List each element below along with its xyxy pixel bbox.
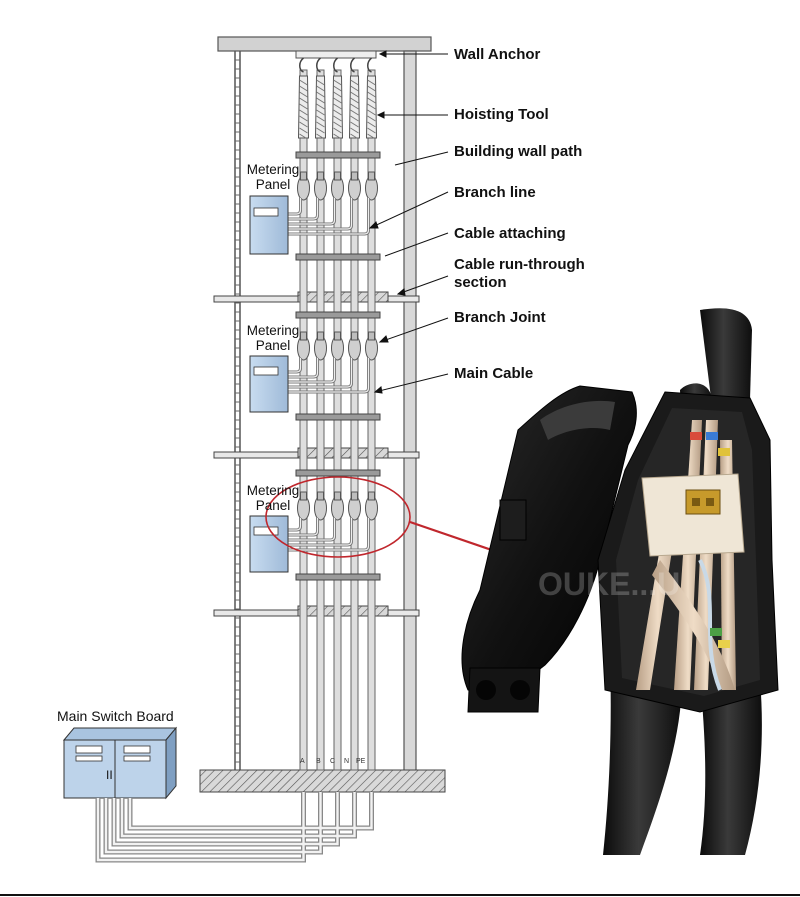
phase-label-a: A [300,758,305,765]
metering-panel-line1: Metering [246,162,300,177]
branch-line [288,358,302,374]
metering-panel-line1: Metering [246,483,300,498]
metering-panel-label-1: Metering Panel [244,162,302,192]
branch-joint-group [288,491,378,552]
ceiling-beam [217,36,432,52]
ground-floor [199,769,446,793]
branch-joint-group [288,171,378,236]
metering-panel-boxes [249,195,289,573]
ladder-column-left [234,51,241,780]
metering-panel-line1: Metering [246,323,300,338]
wall-anchor [295,50,377,59]
metering-panel-label-3: Metering Panel [244,483,302,513]
branch-joint-photo [461,308,779,855]
metering-panel-line2: Panel [255,498,291,513]
branch-line [288,198,302,216]
label-building-wall-path: Building wall path [454,143,583,160]
phase-label-n: N [344,758,350,765]
hoisting-tool [365,57,378,140]
metering-panel-line2: Panel [255,338,291,353]
hoisting-tool [348,57,361,140]
cable-clamps [295,151,381,581]
branch-joint-group [288,331,378,394]
hoisting-tools [297,57,378,140]
main-switch-board-label: Main Switch Board [57,708,174,724]
hoisting-tool [297,57,310,140]
label-hoisting-tool: Hoisting Tool [454,106,549,123]
hoisting-tool [314,57,327,140]
phase-label-b: B [316,758,321,765]
branch-line [288,518,302,532]
label-leader-lines [368,50,449,394]
label-branch-line: Branch line [454,184,536,201]
switch-board-mark: II [106,768,113,782]
metering-panel-line2: Panel [255,177,291,192]
watermark: OUKE...U [538,566,680,602]
label-wall-anchor: Wall Anchor [454,46,541,63]
callout-ellipse [265,476,411,558]
label-cable-attaching: Cable attaching [454,225,566,242]
hoisting-tool [331,57,344,140]
label-cable-run-through-1: Cable run-through [454,256,585,273]
label-branch-joint: Branch Joint [454,309,546,326]
phase-label-pe: PE [356,758,366,765]
phase-label-c: C [330,758,336,765]
metering-panel-label-2: Metering Panel [244,323,302,353]
main-switch-board-box [62,726,178,800]
label-cable-run-through-2: section [454,274,507,291]
label-main-cable: Main Cable [454,365,534,382]
feeder-cables [95,792,374,863]
